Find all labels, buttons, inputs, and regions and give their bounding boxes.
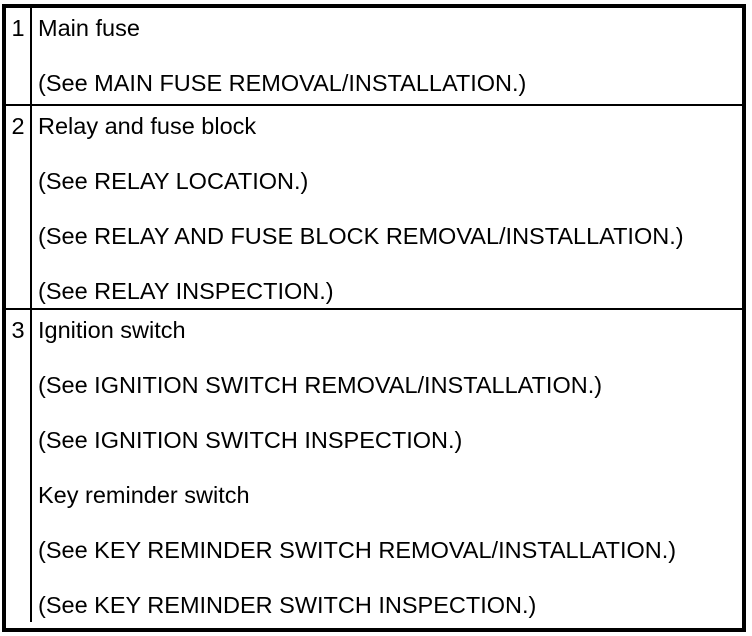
see-reference-text: (See RELAY AND FUSE BLOCK REMOVAL/INSTAL… bbox=[38, 223, 684, 249]
table-row: 3 Ignition switch (See IGNITION SWITCH R… bbox=[6, 310, 742, 622]
table-row: 1 Main fuse (See MAIN FUSE REMOVAL/INSTA… bbox=[6, 8, 742, 106]
see-reference-text: (See RELAY INSPECTION.) bbox=[38, 278, 334, 304]
see-reference-text: (See RELAY LOCATION.) bbox=[38, 168, 309, 194]
row-description-cell: Ignition switch (See IGNITION SWITCH REM… bbox=[32, 310, 742, 622]
see-reference-text: (See KEY REMINDER SWITCH REMOVAL/INSTALL… bbox=[38, 537, 677, 563]
row-number: 1 bbox=[6, 8, 32, 104]
part-name-text: Relay and fuse block bbox=[38, 113, 257, 139]
part-name-text: Ignition switch bbox=[38, 317, 186, 343]
row-description-cell: Relay and fuse block (See RELAY LOCATION… bbox=[32, 106, 742, 308]
see-reference-text: (See MAIN FUSE REMOVAL/INSTALLATION.) bbox=[38, 70, 527, 96]
part-name-text: Main fuse bbox=[38, 15, 140, 41]
row-description-cell: Main fuse (See MAIN FUSE REMOVAL/INSTALL… bbox=[32, 8, 742, 104]
row-number: 2 bbox=[6, 106, 32, 308]
parts-reference-table: 1 Main fuse (See MAIN FUSE REMOVAL/INSTA… bbox=[2, 4, 746, 632]
see-reference-text: (See IGNITION SWITCH INSPECTION.) bbox=[38, 427, 463, 453]
table-row: 2 Relay and fuse block (See RELAY LOCATI… bbox=[6, 106, 742, 310]
row-number: 3 bbox=[6, 310, 32, 622]
see-reference-text: (See KEY REMINDER SWITCH INSPECTION.) bbox=[38, 592, 537, 618]
see-reference-text: (See IGNITION SWITCH REMOVAL/INSTALLATIO… bbox=[38, 372, 603, 398]
part-name-text: Key reminder switch bbox=[38, 482, 250, 508]
